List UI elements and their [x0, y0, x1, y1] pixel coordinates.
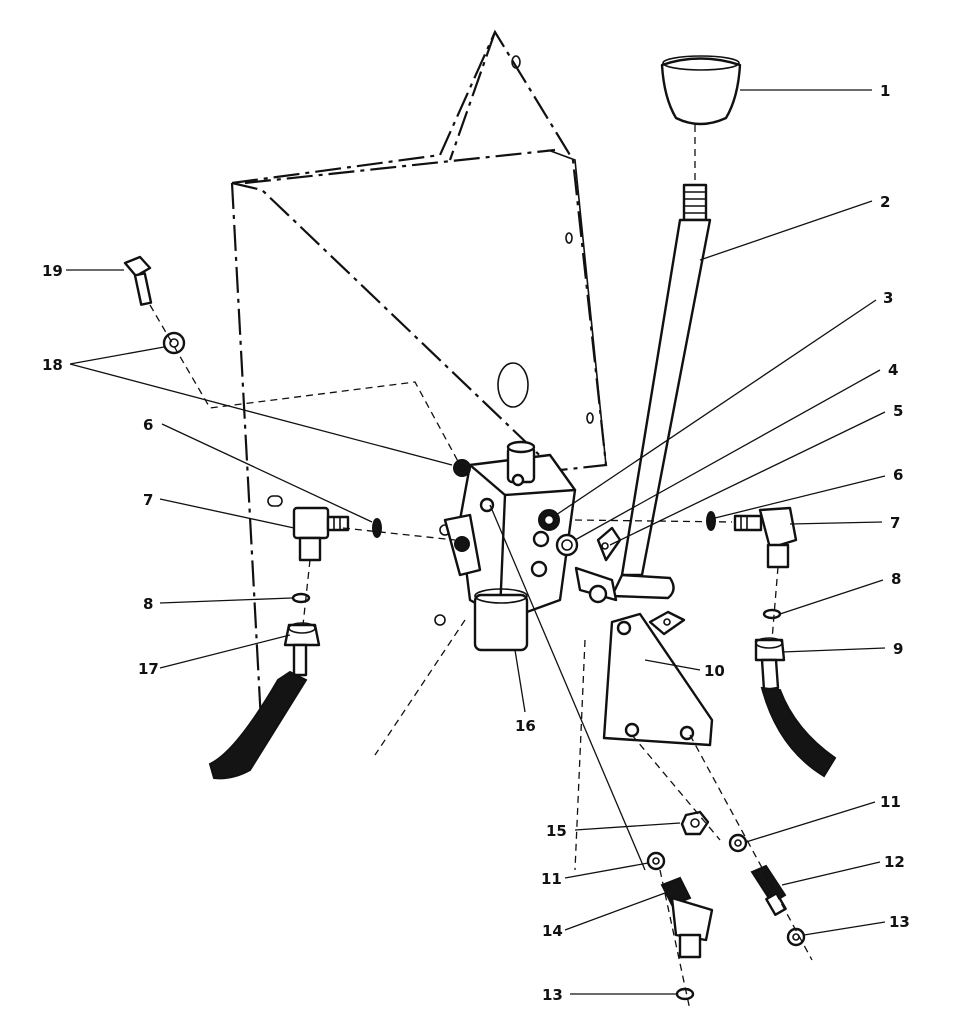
callout-1: 1 — [880, 82, 890, 100]
part-4-o-ring — [555, 533, 579, 557]
part-19-bolt — [123, 255, 153, 306]
callout-5: 5 — [893, 402, 903, 420]
callout-15: 15 — [546, 822, 567, 840]
callout-12: 12 — [884, 853, 905, 871]
part-9-right-hose — [754, 637, 837, 778]
part-13-washer-bottom — [675, 987, 695, 1001]
callout-7-right: 7 — [890, 514, 900, 532]
callout-6-right: 6 — [893, 466, 903, 484]
callout-2: 2 — [880, 193, 890, 211]
callout-3: 3 — [883, 289, 893, 307]
part-3-plug — [538, 509, 560, 531]
callout-14: 14 — [542, 922, 563, 940]
callout-8-left: 8 — [143, 595, 153, 613]
callout-11-right: 11 — [880, 793, 901, 811]
part-14-elbow-fitting — [660, 876, 714, 959]
callout-13-right: 13 — [889, 913, 910, 931]
part-6-right-seal — [706, 511, 716, 531]
part-12-check-fitting — [750, 864, 787, 916]
leader-lines — [66, 89, 886, 995]
part-18-washer-lower — [453, 459, 471, 477]
part-2-lever — [610, 125, 712, 600]
callout-13-left: 13 — [542, 986, 563, 1004]
part-6-left-seal — [372, 518, 382, 538]
callout-8-right: 8 — [891, 570, 901, 588]
callout-11-left: 11 — [541, 870, 562, 888]
callout-7-left: 7 — [143, 491, 153, 509]
part-8-left-washer — [291, 592, 311, 604]
callout-6-left: 6 — [143, 416, 153, 434]
part-13-washer-right — [786, 927, 806, 947]
part-11-washer-left — [646, 851, 666, 871]
callout-4: 4 — [888, 361, 898, 379]
callout-18: 18 — [42, 356, 63, 374]
part-5-linkage — [574, 526, 686, 636]
part-16-valve-body — [443, 440, 577, 652]
part-18-washer-upper — [162, 331, 186, 355]
callout-17: 17 — [138, 660, 159, 678]
part-7-left-elbow-fitting — [292, 506, 350, 562]
part-10-plate — [602, 612, 714, 747]
part-7-right-elbow-fitting — [733, 506, 798, 569]
callout-10: 10 — [704, 662, 725, 680]
part-15-nut — [680, 810, 710, 836]
callout-19: 19 — [42, 262, 63, 280]
part-8-right-washer — [762, 608, 782, 620]
part-1-knob — [660, 55, 742, 126]
callout-16: 16 — [515, 717, 536, 735]
mounting-panel-phantom — [230, 29, 608, 741]
part-17-left-hose — [208, 622, 321, 780]
callout-9: 9 — [893, 640, 903, 658]
part-11-washer-right — [728, 833, 748, 853]
callout-labels: 1 2 3 4 5 6 7 8 9 10 11 12 13 19 18 6 7 … — [42, 82, 910, 1004]
